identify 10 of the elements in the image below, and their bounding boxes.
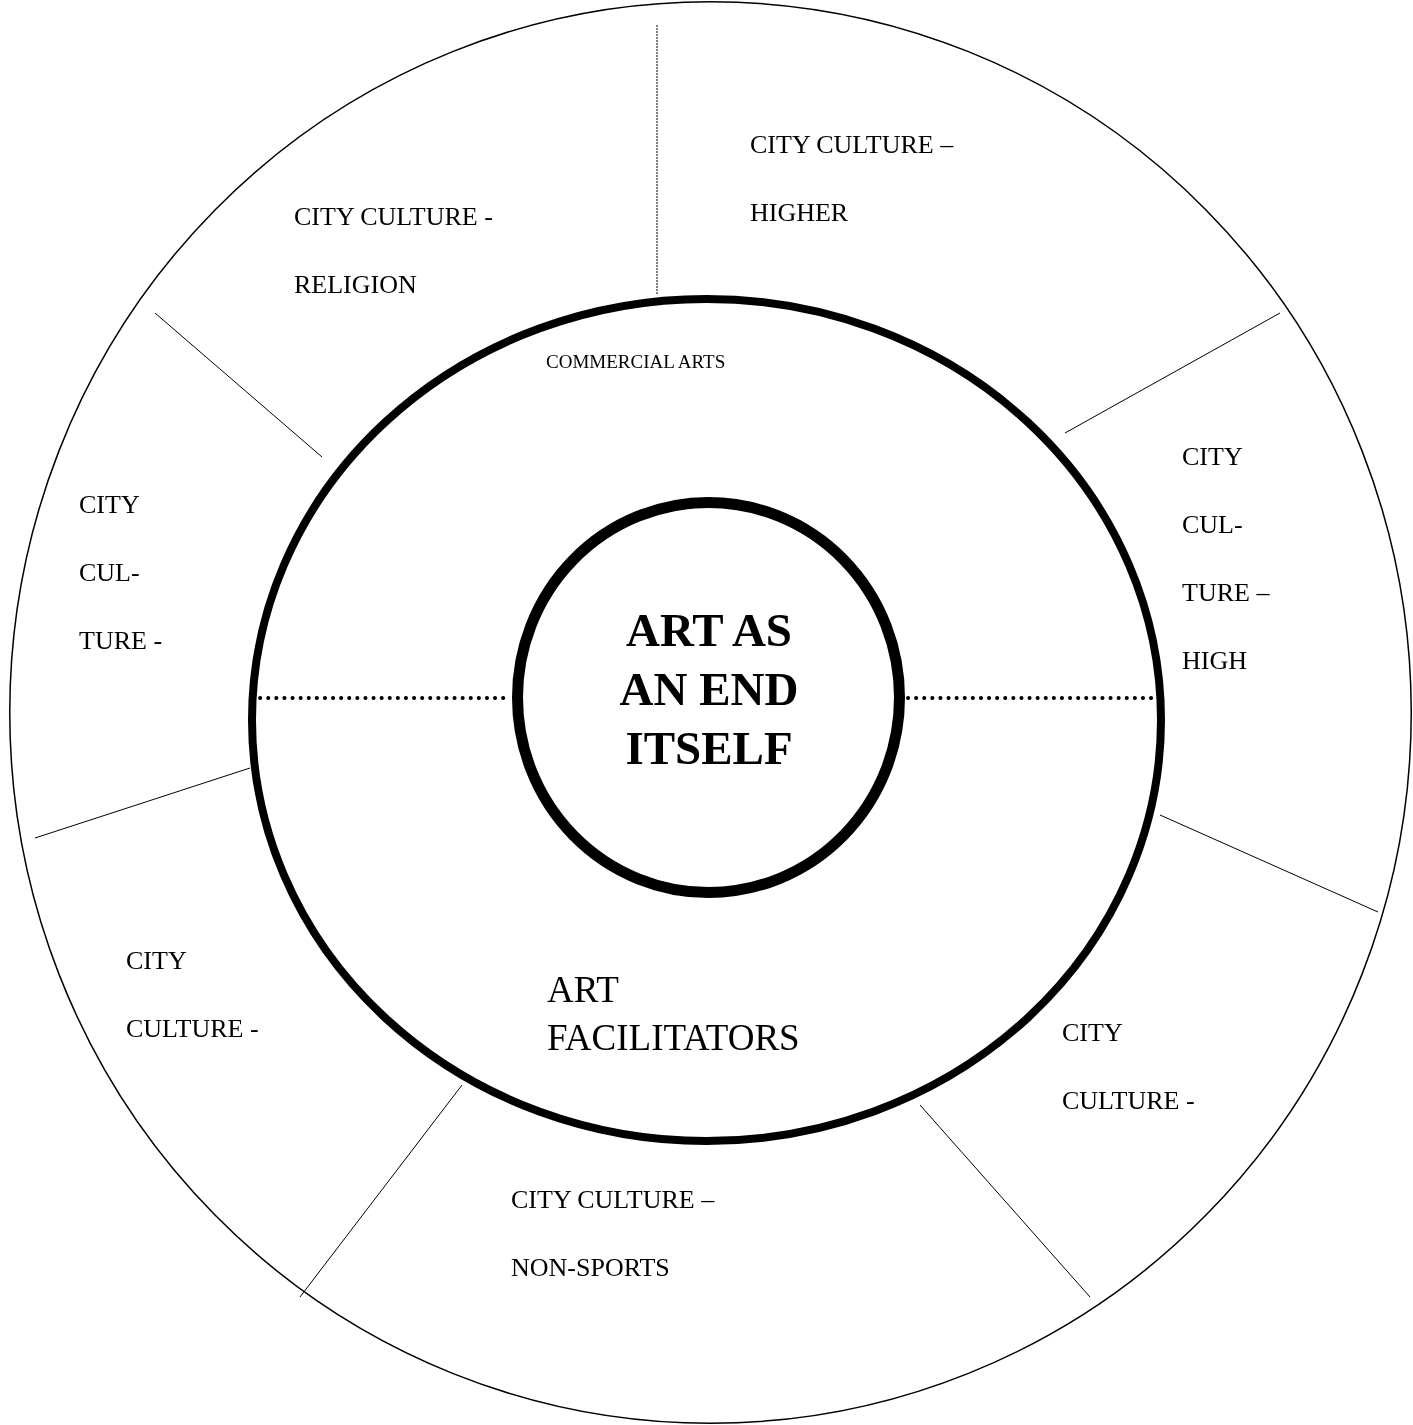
ring-label: COMMERCIAL ARTS xyxy=(546,350,727,374)
sector-label: CITY CUL- TURE – HIGH xyxy=(1182,423,1294,695)
sector-label: CITY CULTURE – NON-SPORTS xyxy=(511,1166,761,1302)
sector-label: CITY CUL- TURE - xyxy=(79,471,189,675)
sector-label: CITY CULTURE - xyxy=(126,927,296,1063)
sector-label: CITY CULTURE - RELIGION xyxy=(294,183,544,319)
ring-label: ART FACILITATORS xyxy=(547,968,801,1060)
sector-label: CITY CULTURE – HIGHER xyxy=(750,111,1010,247)
center-title: ART AS AN END ITSELF xyxy=(618,603,800,776)
sector-label: CITY CULTURE - xyxy=(1062,999,1232,1135)
